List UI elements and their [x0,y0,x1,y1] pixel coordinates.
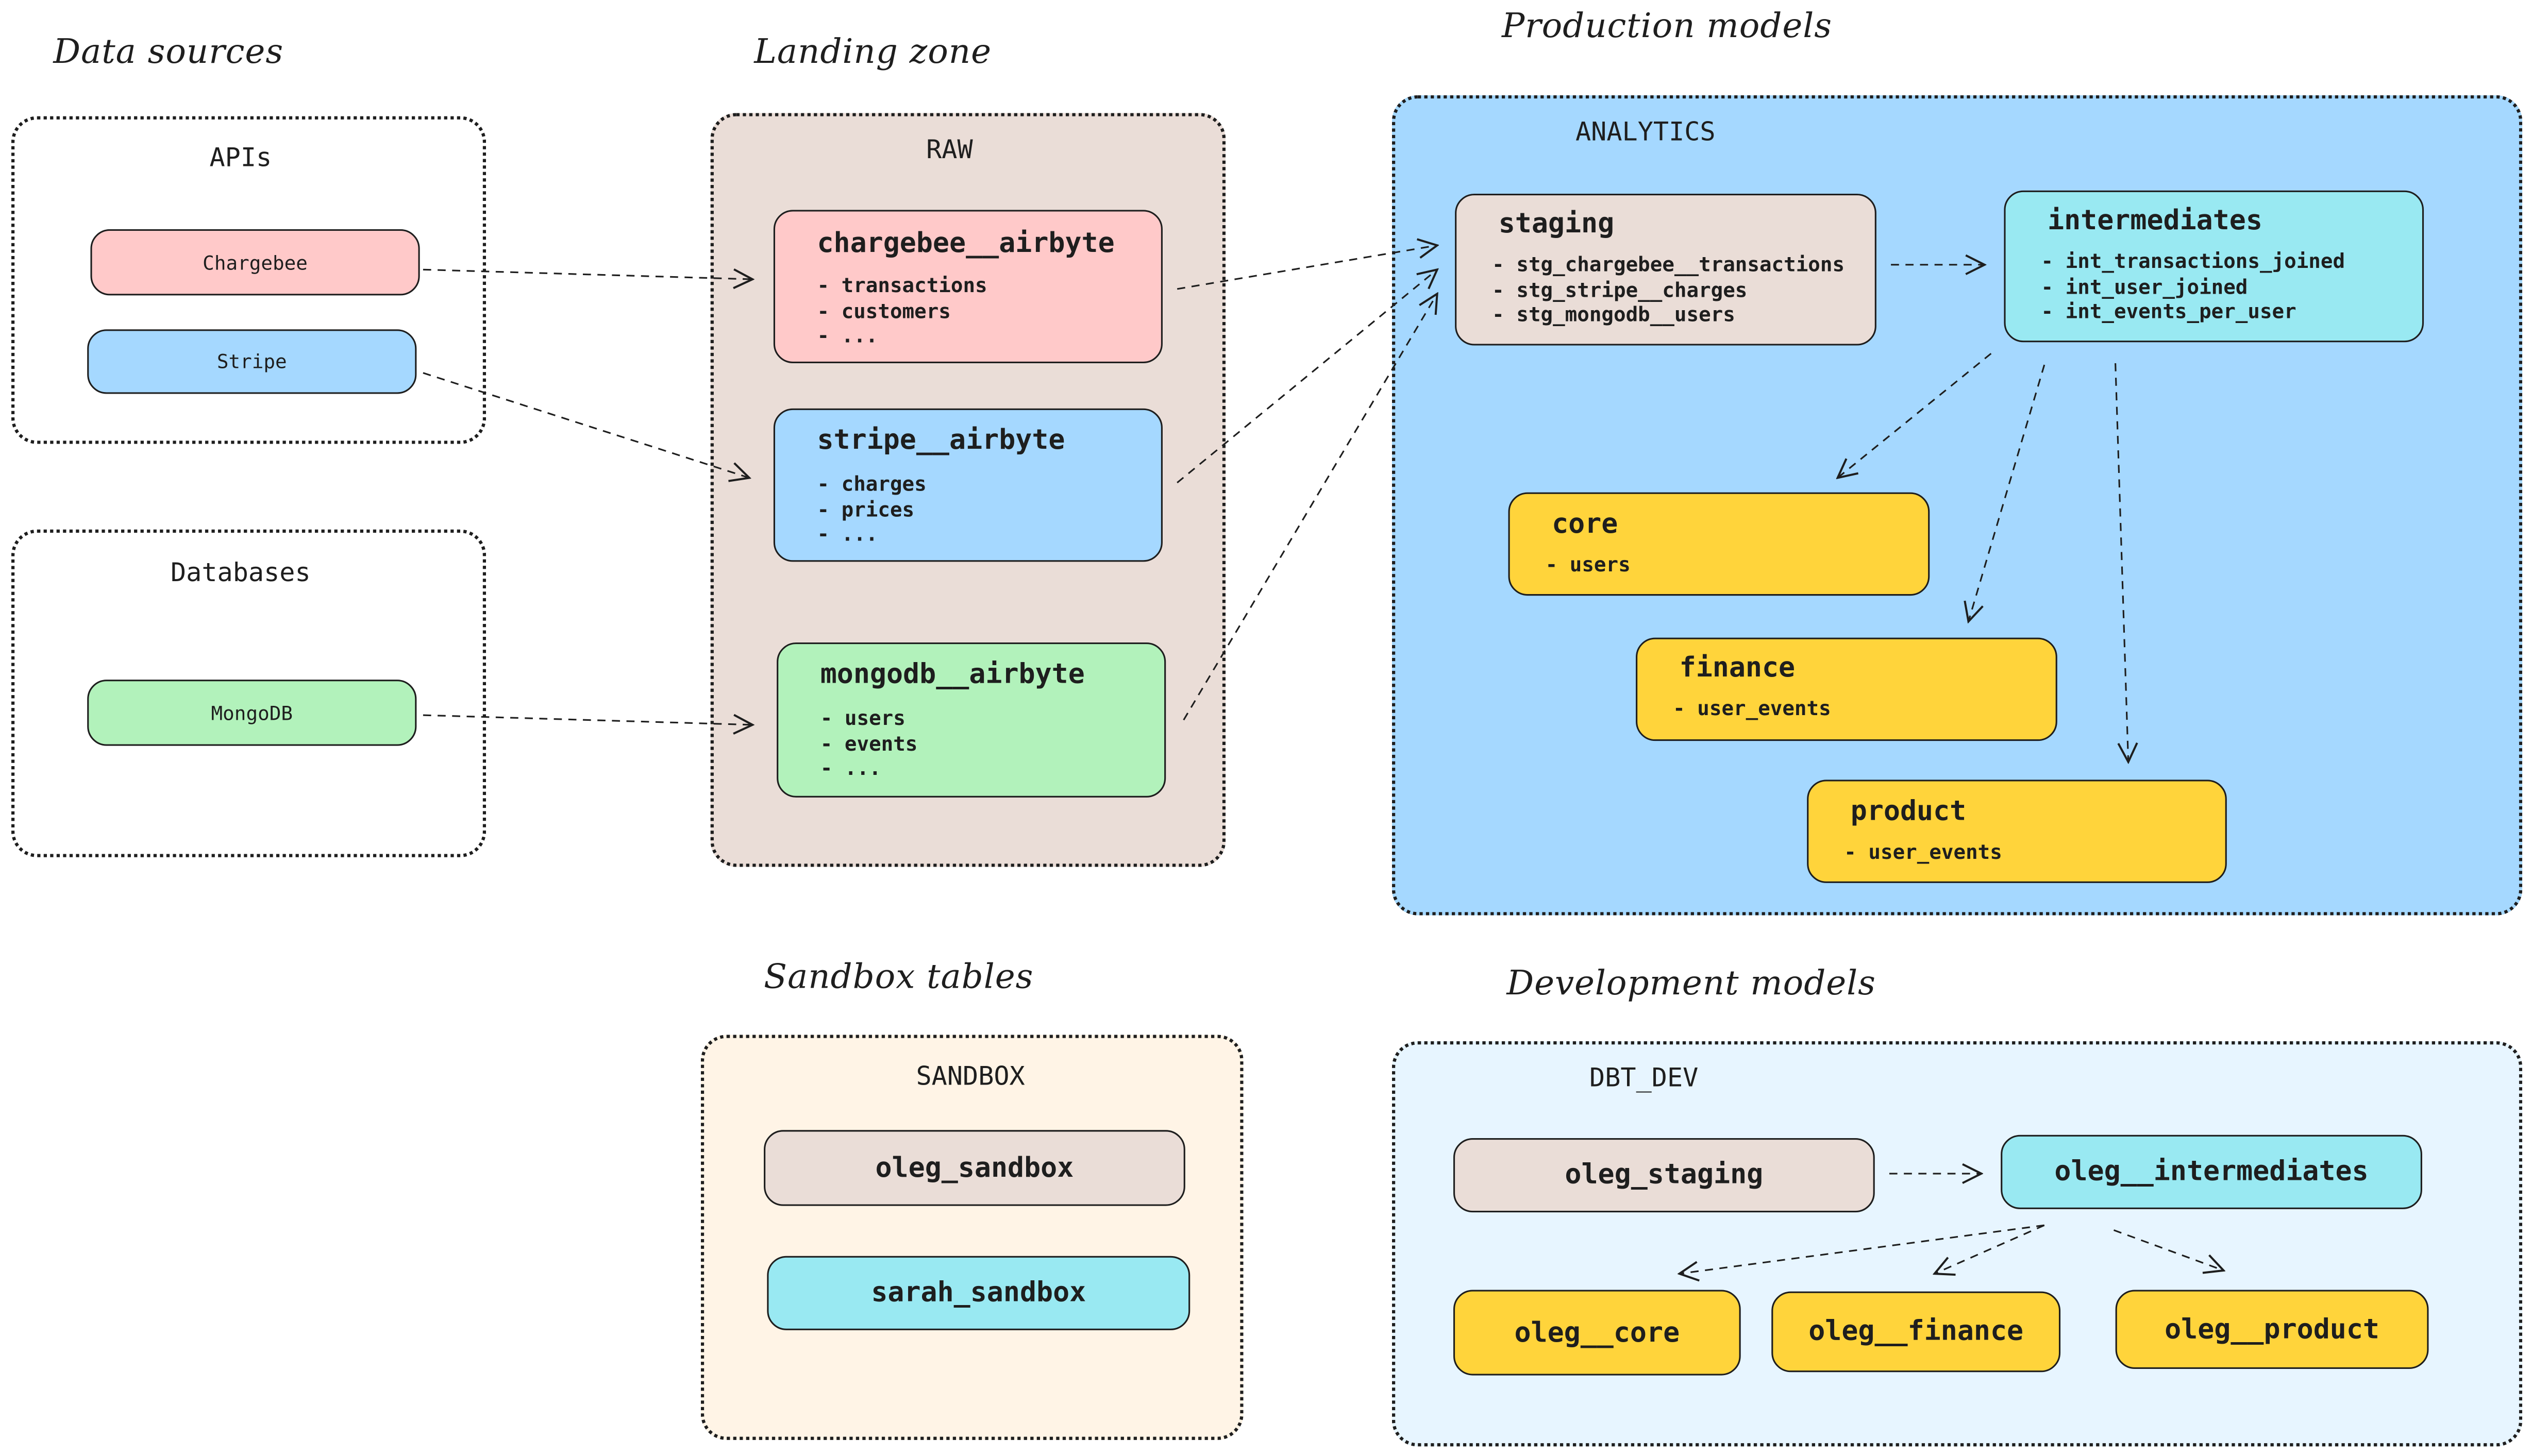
list-item: stg_mongodb__users [1492,302,1844,327]
oleg-core-model[interactable]: oleg__core [1453,1290,1741,1376]
stripe-airbyte-items: charges prices ... [817,471,927,547]
list-item: ... [817,323,987,348]
list-item: ... [820,755,918,781]
arrow-intermediates-to-finance [1968,364,2045,621]
core-model[interactable]: core users [1508,492,1930,596]
list-item: int_transactions_joined [2041,249,2345,274]
sandbox-group-label: SANDBOX [916,1060,1025,1092]
list-item: user_events [1844,839,2002,865]
arrow-oleg-intermediates-to-product [2113,1229,2223,1271]
mongodb-source-label: MongoDB [211,701,293,724]
intermediates-model-title: intermediates [2048,205,2262,238]
stripe-airbyte-table[interactable]: stripe__airbyte charges prices ... [773,408,1163,562]
dbt-dev-group [1391,1041,2523,1447]
sandbox-group [700,1035,1244,1440]
oleg-sandbox-label: oleg_sandbox [875,1152,1074,1184]
list-item: transactions [817,273,987,298]
list-item: stg_chargebee__transactions [1492,252,1844,277]
intermediates-model-items: int_transactions_joined int_user_joined … [2041,249,2345,324]
staging-model[interactable]: staging stg_chargebee__transactions stg_… [1455,193,1876,346]
stripe-source[interactable]: Stripe [87,329,417,394]
oleg-staging-label: oleg_staging [1565,1159,1764,1192]
oleg-finance-model[interactable]: oleg__finance [1771,1291,2061,1373]
title-landing-zone: Landing zone [754,32,992,71]
list-item: prices [817,496,926,521]
arrow-mongodb-to-raw [423,715,752,725]
analytics-group-label: ANALYTICS [1575,116,1716,147]
arrow-oleg-intermediates-to-finance [1935,1224,2045,1274]
mongodb-source[interactable]: MongoDB [87,680,417,746]
chargebee-source[interactable]: Chargebee [90,229,420,296]
mongodb-airbyte-table[interactable]: mongodb__airbyte users events ... [777,642,1166,798]
raw-group-label: RAW [926,134,973,165]
apis-group-label: APIs [209,142,272,173]
title-production-models: Production models [1501,6,1832,45]
sarah-sandbox-label: sarah_sandbox [871,1277,1086,1310]
intermediates-model[interactable]: intermediates int_transactions_joined in… [2004,190,2424,343]
arrow-stripe-to-raw [423,372,749,478]
arrow-chargebee-raw-to-staging [1177,245,1437,290]
list-item: users [820,705,918,731]
list-item: events [820,731,917,756]
staging-model-title: staging [1498,208,1615,241]
arrow-mongodb-raw-to-staging [1183,294,1437,721]
oleg-product-model[interactable]: oleg__product [2115,1290,2429,1369]
oleg-intermediates-model[interactable]: oleg__intermediates [2001,1135,2422,1209]
staging-model-items: stg_chargebee__transactions stg_stripe__… [1492,252,1844,327]
list-item: int_user_joined [2041,274,2345,299]
title-development-models: Development models [1506,963,1876,1003]
arrow-oleg-intermediates-to-core [1680,1224,2044,1274]
arrow-intermediates-to-product [2115,363,2128,762]
oleg-staging-model[interactable]: oleg_staging [1453,1138,1875,1213]
databases-group-label: Databases [171,556,311,588]
list-item: int_events_per_user [2041,299,2345,324]
core-model-items: users [1546,552,1631,578]
oleg-core-label: oleg__core [1514,1316,1680,1349]
product-model-items: user_events [1844,839,2002,865]
mongodb-airbyte-items: users events ... [820,705,918,781]
oleg-sandbox-table[interactable]: oleg_sandbox [764,1130,1185,1206]
title-sandbox-tables: Sandbox tables [764,957,1034,996]
sarah-sandbox-table[interactable]: sarah_sandbox [767,1256,1190,1330]
list-item: stg_stripe__charges [1492,277,1844,302]
list-item: charges [817,471,927,497]
stripe-source-label: Stripe [216,350,287,373]
oleg-finance-label: oleg__finance [1808,1315,2024,1348]
mongodb-airbyte-title: mongodb__airbyte [820,658,1085,691]
product-model-title: product [1850,795,1967,828]
core-model-title: core [1552,508,1618,541]
oleg-intermediates-label: oleg__intermediates [2054,1156,2369,1189]
arrow-stripe-raw-to-staging [1177,269,1437,484]
finance-model-title: finance [1679,652,1796,685]
chargebee-airbyte-table[interactable]: chargebee__airbyte transactions customer… [773,210,1163,363]
finance-model[interactable]: finance user_events [1636,637,2057,741]
product-model[interactable]: product user_events [1807,780,2227,883]
finance-model-items: user_events [1673,696,1831,721]
databases-group [11,529,487,857]
list-item: ... [817,521,926,547]
list-item: customers [817,298,987,323]
chargebee-source-label: Chargebee [203,251,308,274]
apis-group [11,116,487,444]
chargebee-airbyte-items: transactions customers ... [817,273,987,348]
dbt-dev-group-label: DBT_DEV [1589,1062,1699,1093]
stripe-airbyte-title: stripe__airbyte [817,425,1065,457]
chargebee-airbyte-title: chargebee__airbyte [817,227,1115,260]
list-item: user_events [1673,696,1831,721]
oleg-product-label: oleg__product [2165,1313,2380,1346]
title-data-sources: Data sources [53,32,284,71]
list-item: users [1546,552,1631,578]
arrow-intermediates-to-core [1838,352,1992,478]
arrow-chargebee-to-raw [423,269,752,279]
